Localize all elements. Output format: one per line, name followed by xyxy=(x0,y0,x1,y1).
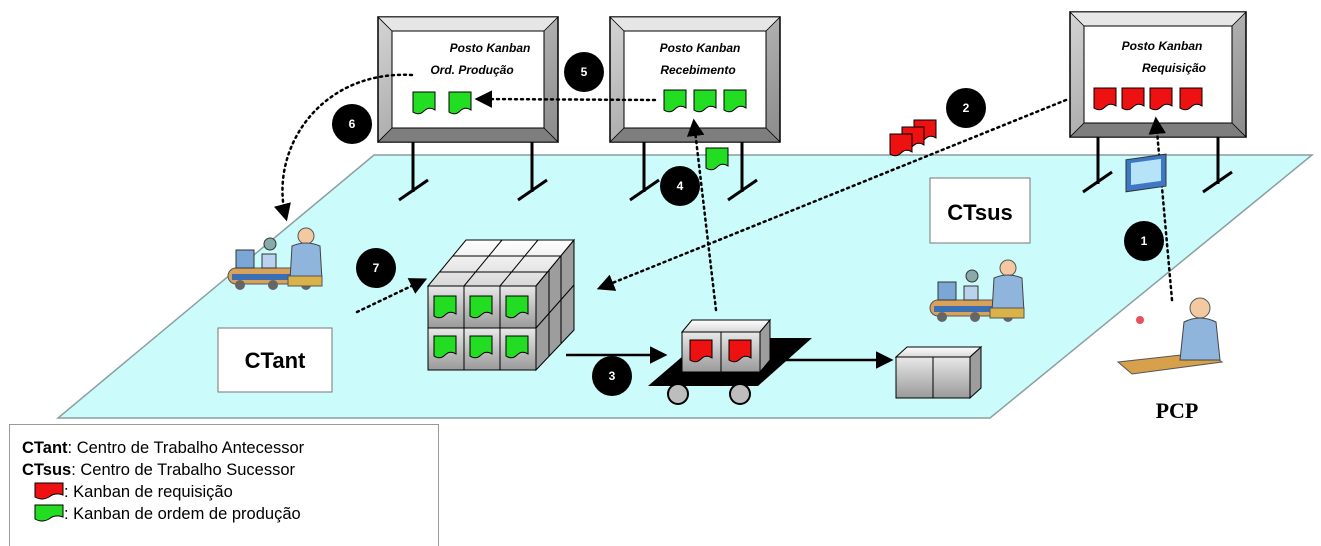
step-marker-3: 3 xyxy=(592,356,632,396)
arrow-step-1 xyxy=(1148,116,1174,302)
board-recebimento: Posto Kanban Recebimento xyxy=(609,16,781,202)
legend-row-ctant: CTant: Centro de Trabalho Antecessor xyxy=(22,437,438,459)
svg-text:6: 6 xyxy=(349,117,356,131)
step-marker-2: 2 xyxy=(946,88,986,128)
transport-cart xyxy=(648,318,812,405)
arrow-step-6 xyxy=(273,73,414,222)
svg-text:1: 1 xyxy=(1141,234,1148,248)
step-marker-5: 5 xyxy=(564,52,604,92)
legend-ctsus-desc: : Centro de Trabalho Sucessor xyxy=(71,461,295,479)
board-requisicao-title-1: Posto Kanban xyxy=(1122,39,1203,53)
flow-arrows xyxy=(273,73,1174,314)
legend-row-ctsus: CTsus: Centro de Trabalho Sucessor xyxy=(22,459,438,481)
legend-ctant-desc: : Centro de Trabalho Antecessor xyxy=(67,439,305,457)
legend-red-desc: : Kanban de requisição xyxy=(64,483,233,501)
board-recebimento-title-2: Recebimento xyxy=(660,63,735,77)
svg-text:5: 5 xyxy=(581,65,588,79)
step-marker-1: 1 xyxy=(1124,221,1164,261)
step-marker-6: 6 xyxy=(332,104,372,144)
ctant-label: CTant xyxy=(245,348,306,373)
red-kanban-icon xyxy=(34,482,64,500)
ctsus-label-box: CTsus xyxy=(929,177,1031,244)
svg-text:2: 2 xyxy=(963,101,970,115)
board-recebimento-title-1: Posto Kanban xyxy=(660,41,741,55)
ctant-label-box: CTant xyxy=(217,327,333,393)
legend-ctsus-term: CTsus xyxy=(22,461,72,479)
arrow-step-7 xyxy=(355,278,428,314)
step-marker-7: 7 xyxy=(356,248,396,288)
pcp-planner-icon xyxy=(1116,153,1224,375)
ctsus-label: CTsus xyxy=(947,200,1013,225)
legend-ctant-term: CTant xyxy=(22,439,68,457)
legend-row-red: : Kanban de requisição xyxy=(22,481,438,503)
arrow-step-5 xyxy=(474,90,657,108)
red-kanban-stack xyxy=(889,119,937,157)
green-kanban-icon xyxy=(34,504,64,522)
step-marker-4: 4 xyxy=(660,166,700,206)
legend-green-desc: : Kanban de ordem de produção xyxy=(64,505,301,523)
arrow-step-2 xyxy=(596,98,1068,291)
svg-text:7: 7 xyxy=(373,261,380,275)
board-requisicao-title-2: Requisição xyxy=(1142,61,1206,75)
board-ordem-title-1: Posto Kanban xyxy=(450,41,531,55)
svg-text:4: 4 xyxy=(677,179,684,193)
step-markers: 1 2 3 4 5 6 7 xyxy=(332,52,1164,396)
board-ordem-producao: Posto Kanban Ord. Produção xyxy=(377,16,559,202)
legend-row-green: : Kanban de ordem de produção xyxy=(22,503,438,525)
pcp-label: PCP xyxy=(1156,398,1199,423)
delivered-boxes xyxy=(894,345,983,400)
box-stack xyxy=(426,238,576,372)
legend: CTant: Centro de Trabalho Antecessor CTs… xyxy=(9,424,439,546)
arrow-step-4 xyxy=(686,118,718,312)
board-requisicao: Posto Kanban Requisição xyxy=(1069,11,1247,194)
board-ordem-title-2: Ord. Produção xyxy=(430,63,513,77)
svg-text:3: 3 xyxy=(609,369,616,383)
